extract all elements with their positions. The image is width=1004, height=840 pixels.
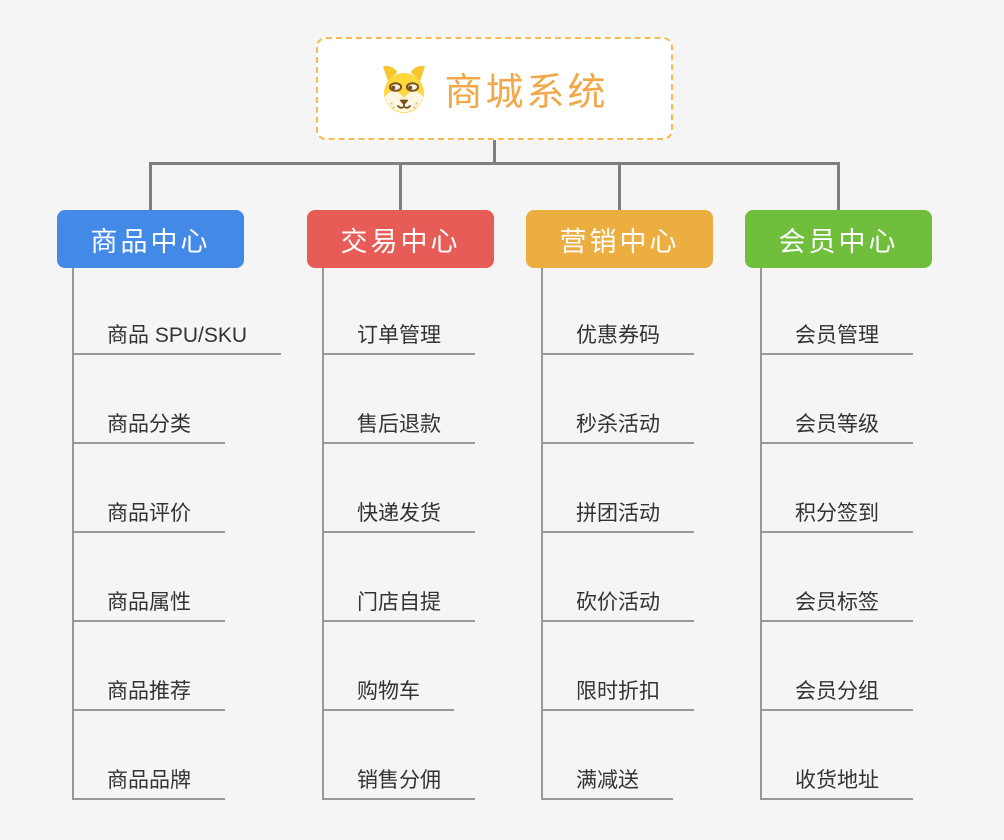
item-label: 售后退款 xyxy=(324,412,475,444)
connector-branch-drop-1 xyxy=(399,162,402,210)
list-item[interactable]: 商品分类 xyxy=(74,355,281,444)
branch-2: 营销中心 优惠券码秒杀活动拼团活动砍价活动限时折扣满减送 xyxy=(526,210,713,800)
list-item[interactable]: 快递发货 xyxy=(324,444,475,533)
item-label: 满减送 xyxy=(543,768,673,800)
item-label: 拼团活动 xyxy=(543,501,694,533)
list-item[interactable]: 购物车 xyxy=(324,622,475,711)
branch-header-2[interactable]: 营销中心 xyxy=(526,210,713,268)
list-item[interactable]: 会员分组 xyxy=(762,622,913,711)
item-label: 商品品牌 xyxy=(74,768,225,800)
branch-0: 商品中心 商品 SPU/SKU 商品分类商品评价商品属性商品推荐商品品牌 xyxy=(57,210,282,800)
item-label: 订单管理 xyxy=(324,323,475,355)
root-node[interactable]: 商城系统 xyxy=(316,37,673,140)
list-item[interactable]: 商品品牌 xyxy=(74,711,281,800)
branch-item-list: 订单管理售后退款快递发货门店自提购物车销售分佣 xyxy=(322,268,475,800)
branch-3: 会员中心 会员管理会员等级积分签到会员标签会员分组收货地址 xyxy=(745,210,932,800)
item-label: 会员分组 xyxy=(762,679,913,711)
branch-header-1[interactable]: 交易中心 xyxy=(307,210,494,268)
list-item[interactable]: 拼团活动 xyxy=(543,444,694,533)
item-label: 积分签到 xyxy=(762,501,913,533)
list-item[interactable]: 满减送 xyxy=(543,711,694,800)
item-label: 商品 SPU/SKU xyxy=(74,323,282,355)
item-label: 商品分类 xyxy=(74,412,225,444)
list-item[interactable]: 商品属性 xyxy=(74,533,281,622)
item-label: 收货地址 xyxy=(762,768,913,800)
list-item[interactable]: 售后退款 xyxy=(324,355,475,444)
list-item[interactable]: 砍价活动 xyxy=(543,533,694,622)
item-label: 会员标签 xyxy=(762,590,913,622)
item-label: 门店自提 xyxy=(324,590,475,622)
branch-1: 交易中心 订单管理售后退款快递发货门店自提购物车销售分佣 xyxy=(307,210,494,800)
branch-item-list: 会员管理会员等级积分签到会员标签会员分组收货地址 xyxy=(760,268,913,800)
branch-item-list: 商品 SPU/SKU 商品分类商品评价商品属性商品推荐商品品牌 xyxy=(72,268,282,800)
list-item[interactable]: 商品评价 xyxy=(74,444,281,533)
list-item[interactable]: 优惠券码 xyxy=(543,268,694,355)
item-label: 快递发货 xyxy=(324,501,475,533)
list-item[interactable]: 商品推荐 xyxy=(74,622,281,711)
item-label: 砍价活动 xyxy=(543,590,694,622)
branch-header-0[interactable]: 商品中心 xyxy=(57,210,244,268)
list-item[interactable]: 会员管理 xyxy=(762,268,913,355)
item-label: 会员管理 xyxy=(762,323,913,355)
item-label: 优惠券码 xyxy=(543,323,694,355)
branch-item-list: 优惠券码秒杀活动拼团活动砍价活动限时折扣满减送 xyxy=(541,268,694,800)
list-item[interactable]: 积分签到 xyxy=(762,444,913,533)
list-item[interactable]: 限时折扣 xyxy=(543,622,694,711)
connector-bus xyxy=(149,162,840,165)
list-item[interactable]: 会员标签 xyxy=(762,533,913,622)
list-item[interactable]: 订单管理 xyxy=(324,268,475,355)
connector-branch-drop-0 xyxy=(149,162,152,210)
item-label: 会员等级 xyxy=(762,412,913,444)
list-item[interactable]: 门店自提 xyxy=(324,533,475,622)
item-label: 购物车 xyxy=(324,679,454,711)
root-title: 商城系统 xyxy=(444,72,609,114)
item-label: 商品推荐 xyxy=(74,679,225,711)
list-item[interactable]: 收货地址 xyxy=(762,711,913,800)
item-label: 限时折扣 xyxy=(543,679,694,711)
item-label: 秒杀活动 xyxy=(543,412,694,444)
branch-header-3[interactable]: 会员中心 xyxy=(745,210,932,268)
dog-face-icon xyxy=(383,65,426,113)
list-item[interactable]: 销售分佣 xyxy=(324,711,475,800)
connector-branch-drop-2 xyxy=(618,162,621,210)
list-item[interactable]: 商品 SPU/SKU xyxy=(74,268,282,355)
list-item[interactable]: 会员等级 xyxy=(762,355,913,444)
item-label: 商品属性 xyxy=(74,590,225,622)
connector-root-drop xyxy=(493,140,496,164)
item-label: 销售分佣 xyxy=(324,768,475,800)
item-label: 商品评价 xyxy=(74,501,225,533)
connector-branch-drop-3 xyxy=(837,162,840,210)
list-item[interactable]: 秒杀活动 xyxy=(543,355,694,444)
